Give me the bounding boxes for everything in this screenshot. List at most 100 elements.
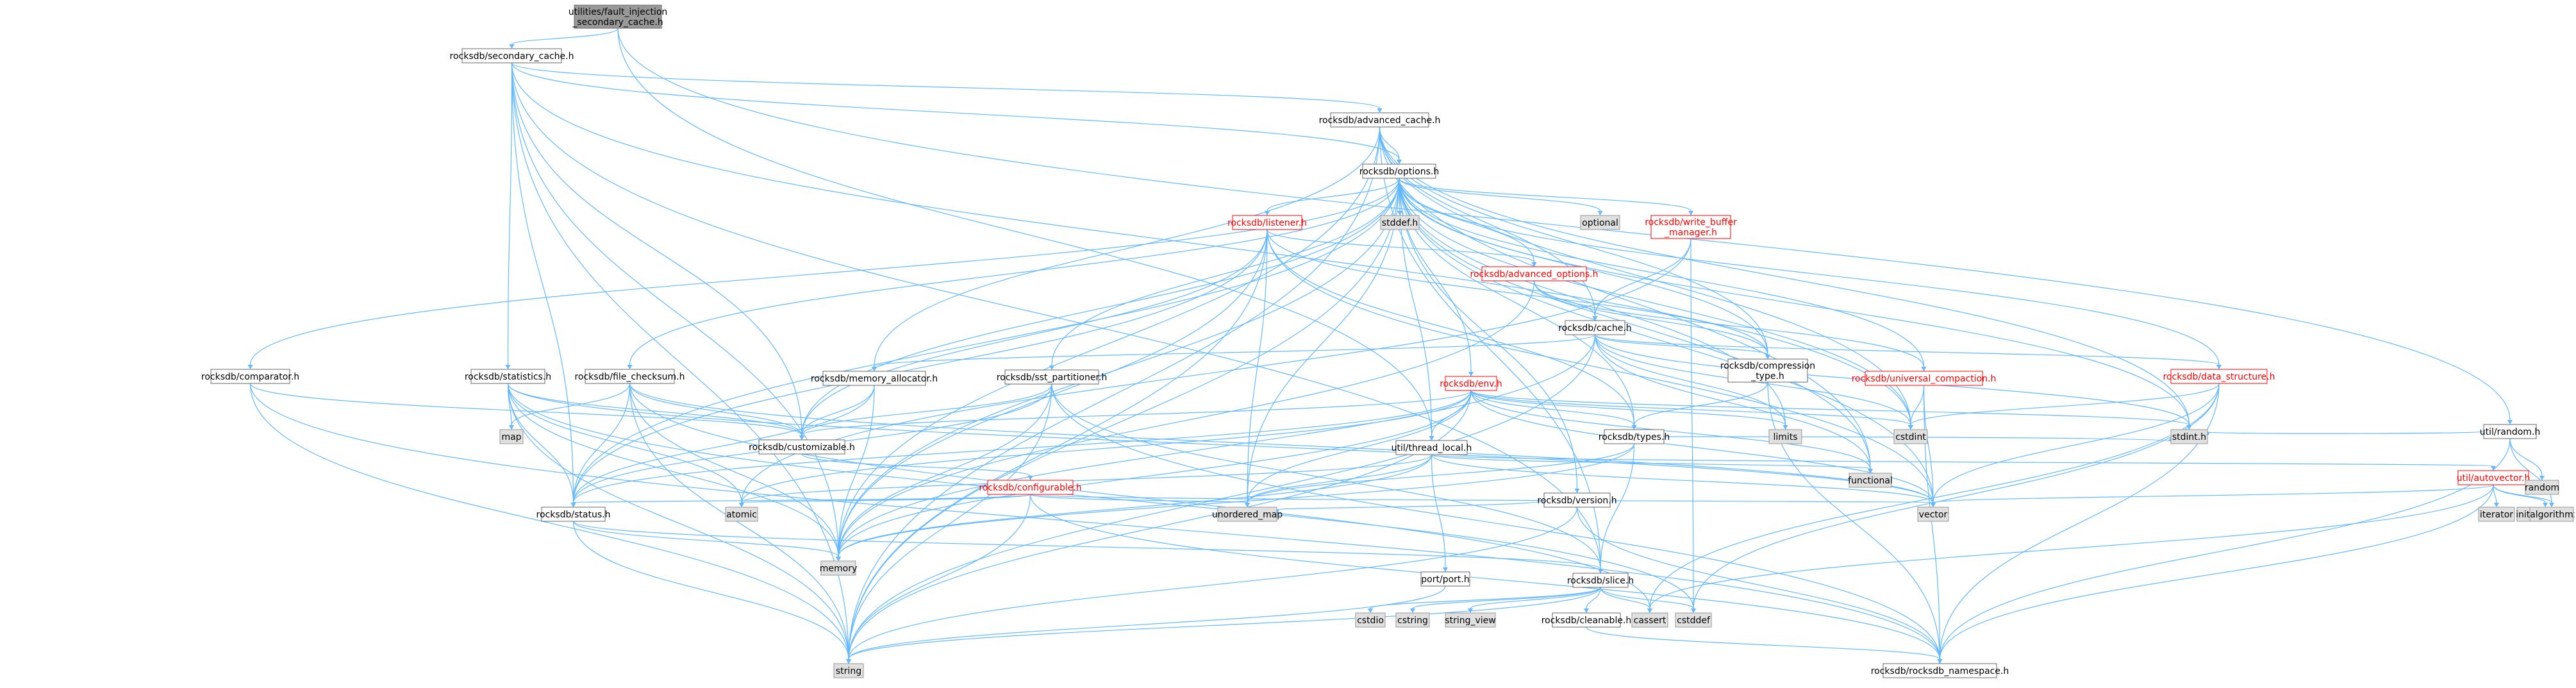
edge-autovector-to-vector (1931, 484, 2494, 507)
node-data-structure[interactable]: rocksdb/data_structure.h (2163, 369, 2275, 384)
edge-configurable-to-rocksdb_namespace (1029, 494, 1943, 664)
node-box (2483, 424, 2537, 439)
edge-autovector-to-initializer_list (2493, 484, 2548, 507)
node-universal-compaction[interactable]: rocksdb/universal_compaction.h (1852, 371, 1997, 386)
edges-layer (247, 28, 2554, 664)
edge-sst_partitioner-to-customizable (799, 383, 1052, 440)
node-statistics[interactable]: rocksdb/statistics.h (465, 369, 551, 384)
node-label: util/thread_local.h (1392, 443, 1472, 453)
node-env[interactable]: rocksdb/env.h (1440, 376, 1502, 391)
node-file-checksum[interactable]: rocksdb/file_checksum.h (574, 369, 685, 384)
node-label: rocksdb/listener.h (1227, 218, 1307, 228)
node-label: utilities/fault_injection (569, 7, 668, 17)
edge-autovector-to-rocksdb_namespace (1937, 484, 2494, 664)
node-label: rocksdb/comparator.h (201, 372, 299, 382)
node-label: rocksdb/types.h (1599, 432, 1670, 442)
node-box (1232, 215, 1302, 230)
node-types[interactable]: rocksdb/types.h (1599, 429, 1670, 444)
edge-options-to-functional (1399, 178, 1873, 473)
edge-autovector-to-iterator (2493, 484, 2499, 507)
node-box (1445, 376, 1497, 391)
node-label: rocksdb/memory_allocator.h (811, 374, 938, 384)
node-cache[interactable]: rocksdb/cache.h (1558, 320, 1632, 335)
node-cassert: cassert (1631, 612, 1668, 628)
edge-data_structure-to-cstddef (1691, 383, 2220, 613)
edge-advanced_options-to-compression_type (1533, 280, 1770, 359)
node-port[interactable]: port/port.h (1420, 571, 1470, 587)
edge-statistics-to-cstddef (507, 383, 1696, 613)
node-box (1380, 215, 1420, 230)
node-listener[interactable]: rocksdb/listener.h (1227, 215, 1307, 230)
node-label: rocksdb/cleanable.h (1541, 616, 1632, 626)
node-secondary-cache[interactable]: rocksdb/secondary_cache.h (450, 48, 574, 63)
node-status[interactable]: rocksdb/status.h (536, 507, 611, 522)
node-label: rocksdb/secondary_cache.h (450, 51, 574, 62)
edge-cache-to-compression_type (1594, 334, 1770, 359)
edge-random-to-rocksdb_namespace (1937, 438, 2511, 664)
node-label: cstdio (1357, 616, 1384, 626)
node-box (541, 507, 606, 522)
edge-file_checksum-to-map (509, 383, 631, 430)
edge-secondary_cache-to-statistics (505, 62, 513, 369)
node-advanced-options[interactable]: rocksdb/advanced_options.h (1470, 266, 1599, 281)
node-label: iterator (2480, 510, 2513, 520)
node-label: rocksdb/rocksdb_namespace.h (1871, 666, 2009, 676)
node-write-buffer-manager[interactable]: rocksdb/write_buffer_manager.h (1645, 215, 1737, 239)
node-label: stdint.h (2172, 432, 2206, 442)
node-box (1445, 612, 1496, 628)
node-version[interactable]: rocksdb/version.h (1537, 492, 1617, 508)
edge-universal_compaction-to-vector (1923, 385, 1936, 507)
node-label: rocksdb/universal_compaction.h (1852, 374, 1997, 384)
node-box (1543, 492, 1611, 508)
node-rocksdb-namespace[interactable]: rocksdb/rocksdb_namespace.h (1871, 663, 2009, 678)
node-sst-partitioner[interactable]: rocksdb/sst_partitioner.h (997, 369, 1108, 385)
node-random[interactable]: util/random.h (2480, 424, 2540, 439)
edge-secondary_cache-to-cstdint (511, 62, 1913, 430)
node-box (2457, 470, 2529, 485)
edge-statistics-to-atomic (507, 383, 744, 507)
node-autovector[interactable]: util/autovector.h (2457, 470, 2530, 485)
edge-cache-to-memory (836, 334, 1596, 561)
node-label: memory (820, 564, 858, 574)
node-box (2170, 369, 2268, 384)
edge-options-to-optional (1399, 178, 1603, 215)
node-options[interactable]: rocksdb/options.h (1359, 164, 1440, 179)
node-memory-allocator[interactable]: rocksdb/memory_allocator.h (811, 371, 938, 386)
node-comparator[interactable]: rocksdb/comparator.h (201, 369, 299, 384)
node-atomic: atomic (725, 507, 758, 522)
edge-write_buffer_manager-to-cstddef (1690, 238, 1696, 613)
node-box (1362, 164, 1436, 179)
node-label: map (501, 432, 521, 442)
node-box (210, 369, 290, 384)
node-box (1917, 507, 1949, 522)
node-map: map (499, 429, 524, 444)
node-label: rocksdb/file_checksum.h (574, 372, 685, 382)
edge-root-to-secondary_cache (509, 28, 619, 49)
node-advanced-cache[interactable]: rocksdb/advanced_cache.h (1319, 112, 1441, 128)
edge-secondary_cache-to-string (511, 62, 851, 664)
edge-status-to-slice (572, 521, 1603, 573)
node-cstring: cstring (1395, 612, 1430, 628)
node-thread-local[interactable]: util/thread_local.h (1392, 440, 1472, 455)
node-customizable[interactable]: rocksdb/customizable.h (749, 439, 855, 455)
node-configurable[interactable]: rocksdb/configurable.h (979, 480, 1082, 495)
node-cleanable[interactable]: rocksdb/cleanable.h (1541, 612, 1632, 628)
node-box (820, 560, 856, 576)
edge-configurable-to-unordered_map (1029, 494, 1250, 507)
edge-data_structure-to-vector (1931, 383, 2220, 507)
edge-configurable-to-atomic (739, 494, 1031, 507)
edge-status-to-string (572, 521, 851, 664)
edge-cleanable-to-rocksdb_namespace (1586, 626, 1943, 664)
edge-thread_local-to-autovector (1431, 454, 2496, 471)
node-slice[interactable]: rocksdb/slice.h (1567, 573, 1634, 588)
node-box (1395, 612, 1430, 628)
node-unordered-map: unordered_map (1212, 507, 1283, 522)
node-compression-type[interactable]: rocksdb/compression_type.h (1720, 358, 1815, 383)
node-box (1893, 429, 1928, 444)
edge-options-to-string (846, 178, 1400, 664)
node-box (2170, 429, 2208, 444)
edge-env-to-thread_local (1429, 390, 1472, 440)
node-box (1552, 612, 1621, 628)
node-box (1395, 440, 1468, 455)
edge-thread_local-to-port (1431, 454, 1448, 572)
